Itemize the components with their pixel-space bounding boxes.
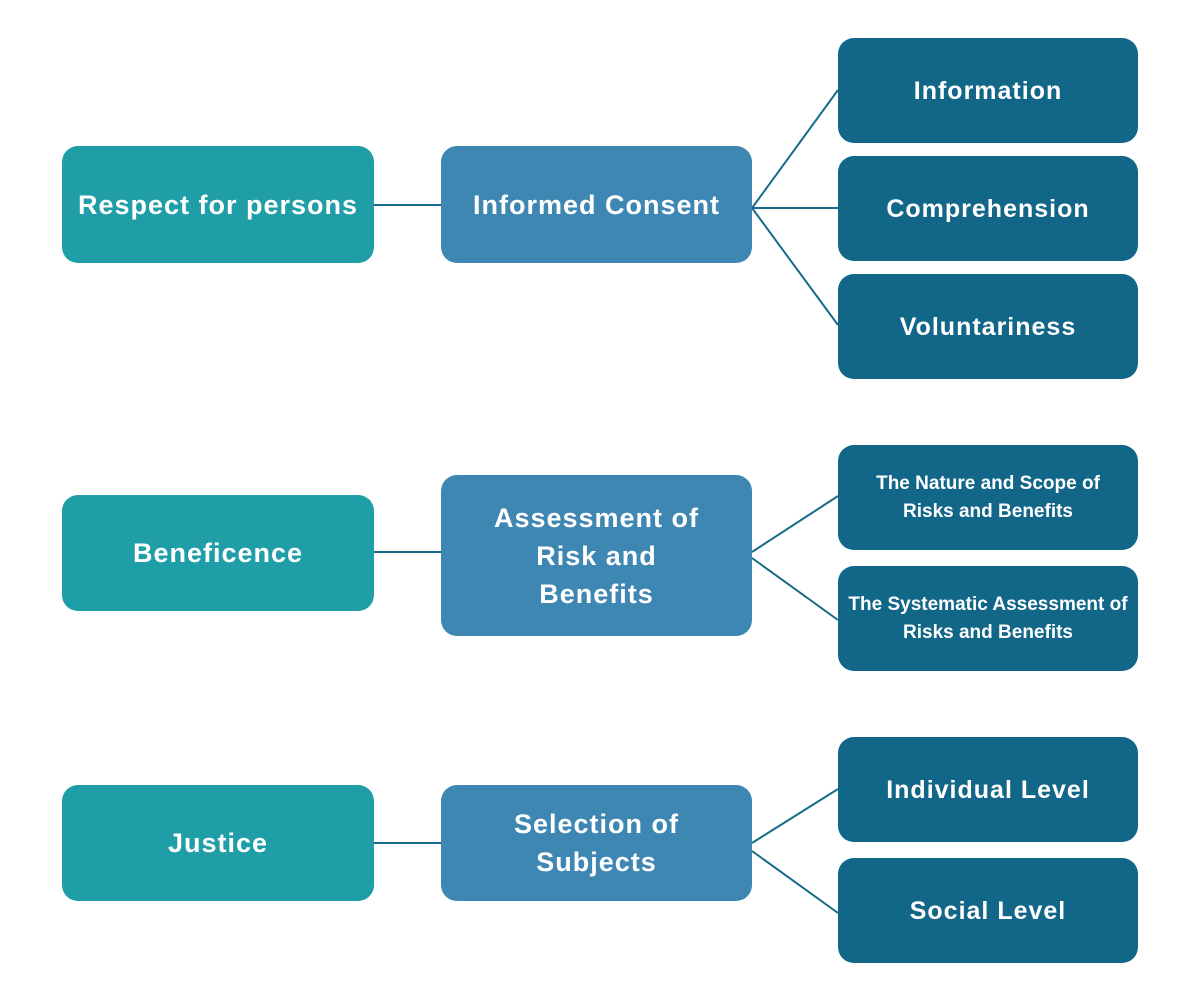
principle-beneficence: Beneficence bbox=[62, 495, 374, 611]
principle-respect-for-persons: Respect for persons bbox=[62, 146, 374, 263]
principle-justice: Justice bbox=[62, 785, 374, 901]
connector-consent-to-information bbox=[751, 89, 839, 209]
principle-label: Respect for persons bbox=[77, 189, 359, 220]
element-label: Social Level bbox=[909, 896, 1067, 925]
connector-assessment-to-systematic bbox=[751, 557, 839, 621]
connector-assessment-to-nature-scope bbox=[751, 495, 839, 553]
principle-label: Beneficence bbox=[132, 538, 304, 568]
connector-selection-to-individual bbox=[751, 788, 839, 844]
element-systematic-assessment: The Systematic Assessment of Risks and B… bbox=[838, 566, 1138, 671]
element-social-level: Social Level bbox=[838, 858, 1138, 963]
application-label: Informed Consent bbox=[472, 189, 720, 220]
element-individual-level: Individual Level bbox=[838, 737, 1138, 842]
principle-label: Justice bbox=[167, 828, 269, 858]
element-label: The Systematic Assessment of Risks and B… bbox=[848, 593, 1128, 643]
element-label: Information bbox=[913, 76, 1063, 105]
element-label: Comprehension bbox=[886, 194, 1090, 223]
application-selection-of-subjects: Selection of Subjects bbox=[441, 785, 752, 901]
element-nature-scope: The Nature and Scope of Risks and Benefi… bbox=[838, 445, 1138, 550]
element-label: Individual Level bbox=[886, 775, 1090, 804]
connector-consent-to-voluntariness bbox=[751, 207, 839, 326]
application-informed-consent: Informed Consent bbox=[441, 146, 752, 263]
element-voluntariness: Voluntariness bbox=[838, 274, 1138, 379]
element-label: The Nature and Scope of Risks and Benefi… bbox=[876, 472, 1100, 522]
application-assessment-risk-benefits: Assessment of Risk and Benefits bbox=[441, 475, 752, 636]
connector-selection-to-social bbox=[751, 850, 839, 914]
element-information: Information bbox=[838, 38, 1138, 143]
element-label: Voluntariness bbox=[899, 312, 1077, 341]
element-comprehension: Comprehension bbox=[838, 156, 1138, 261]
application-label: Assessment of Risk and Benefits bbox=[493, 502, 700, 609]
application-label: Selection of Subjects bbox=[513, 809, 680, 877]
